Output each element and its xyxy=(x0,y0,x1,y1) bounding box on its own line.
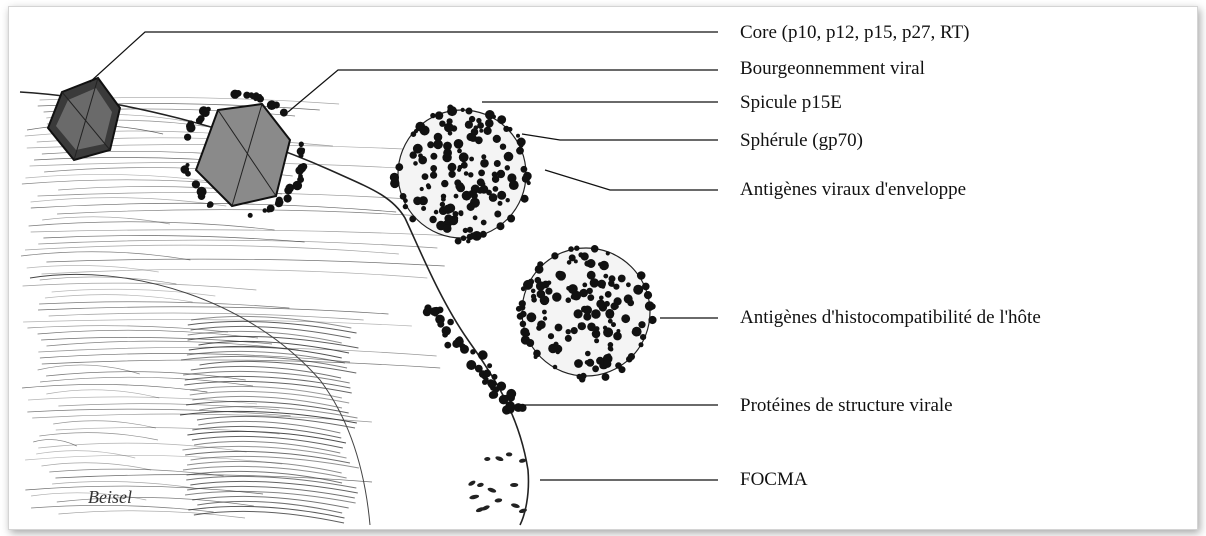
leader-line-spherule xyxy=(522,134,718,140)
leader-line-bourgeonnement xyxy=(288,70,718,112)
budding-virus xyxy=(181,90,308,218)
label-spherule: Sphérule (gp70) xyxy=(740,131,863,150)
label-spicule: Spicule p15E xyxy=(740,93,842,112)
label-core: Core (p10, p12, p15, p27, RT) xyxy=(740,23,969,42)
label-bourgeonnement: Bourgeonnemment viral xyxy=(740,59,925,78)
free-spherule xyxy=(516,245,657,382)
label-antigenes-enveloppe: Antigènes viraux d'enveloppe xyxy=(740,180,966,199)
label-proteines: Protéines de structure virale xyxy=(740,396,953,415)
leader-line-core xyxy=(90,32,718,82)
focma-marks xyxy=(468,452,528,513)
spherule-budding xyxy=(390,105,532,245)
artist-signature: Beisel xyxy=(88,488,132,506)
leader-line-antigenes-enveloppe xyxy=(545,170,718,190)
virus-core-hexagon xyxy=(48,78,120,160)
structural-protein-dots xyxy=(423,304,527,414)
nucleus-outline xyxy=(30,274,370,525)
label-focma: FOCMA xyxy=(740,470,808,489)
label-antigenes-histo: Antigènes d'histocompatibilité de l'hôte xyxy=(740,308,1041,327)
